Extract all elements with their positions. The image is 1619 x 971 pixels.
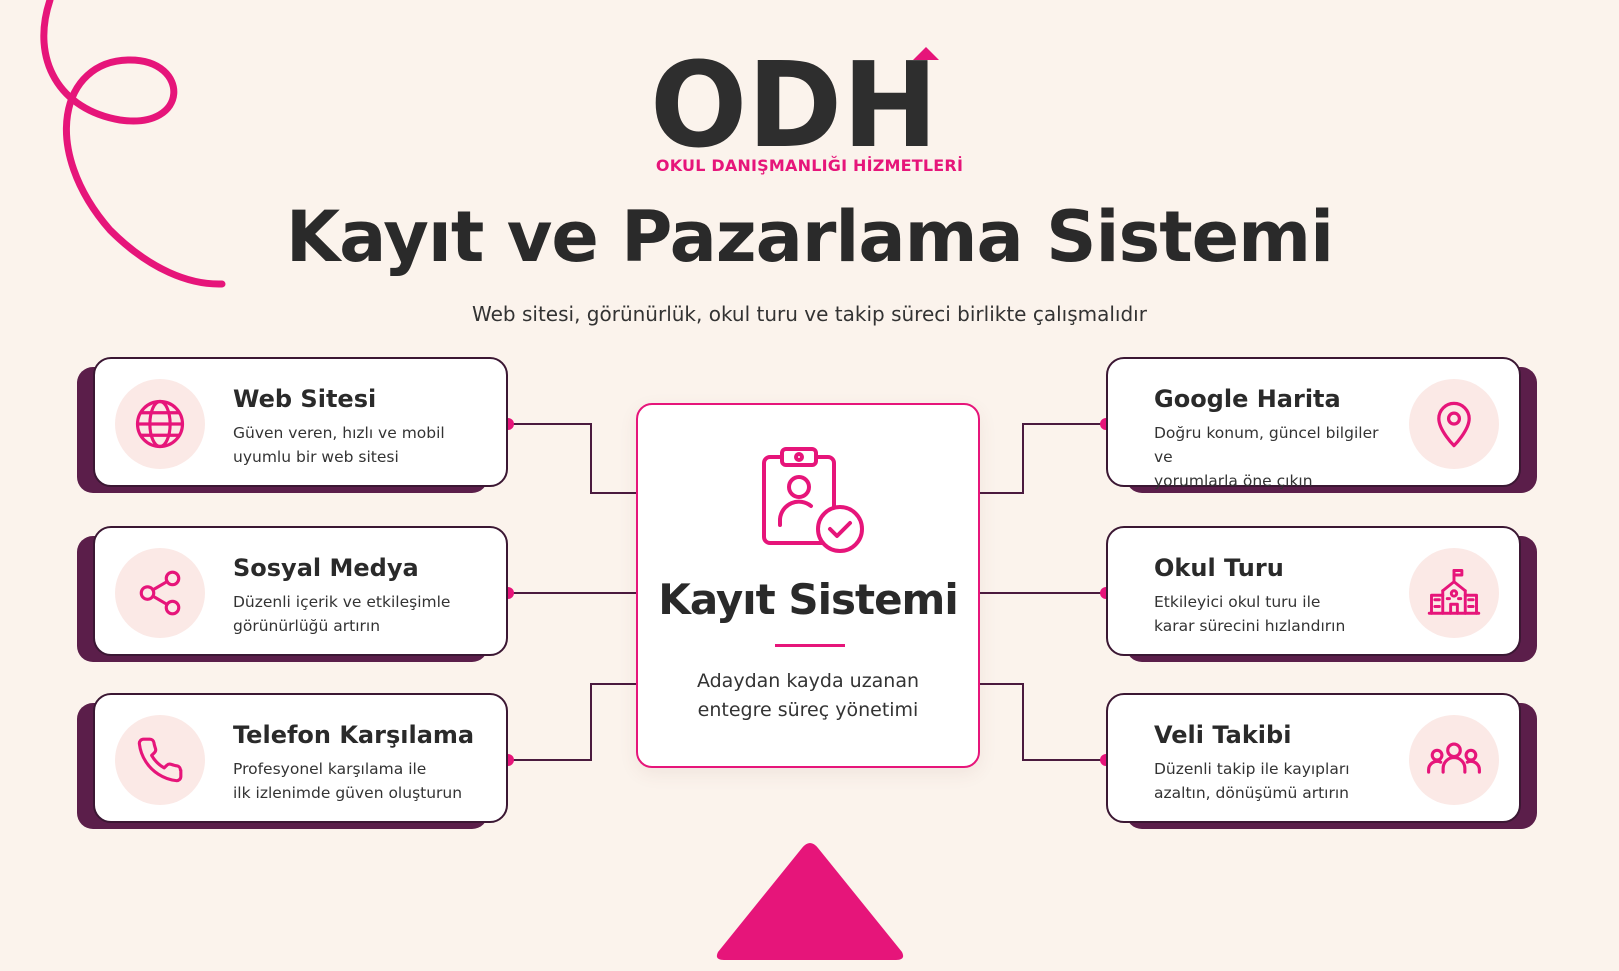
decorative-swirl [40,0,226,288]
globe-icon [115,379,205,469]
page-title: Kayıt ve Pazarlama Sistemi [285,196,1334,278]
card-title: Google Harita [1154,385,1341,413]
clipboard-user-check-icon [762,447,864,553]
card-title: Web Sitesi [233,385,377,413]
card-title: Sosyal Medya [233,554,419,582]
card-sosyal-medya: Sosyal Medya Düzenli içerik ve etkileşim… [93,526,508,656]
odh-logo: ODH [650,44,939,152]
connector-lines [508,423,1106,761]
page-subtitle: Web sitesi, görünürlük, okul turu ve tak… [472,302,1147,326]
people-group-icon [1409,715,1499,805]
share-icon [115,548,205,638]
center-title: Kayıt Sistemi [658,575,958,624]
card-title: Telefon Karşılama [233,721,475,749]
card-title: Okul Turu [1154,554,1284,582]
logo-accent-triangle [913,47,939,60]
phone-icon [115,715,205,805]
decorative-triangle [716,843,904,960]
card-title: Veli Takibi [1154,721,1292,749]
map-pin-icon [1409,379,1499,469]
school-building-icon [1409,548,1499,638]
center-divider [775,644,845,647]
svg-text:ODH: ODH [650,44,938,152]
card-telefon-karsilama: Telefon Karşılama Profesyonel karşılama … [93,693,508,823]
logo-tagline: OKUL DANIŞMANLIĞI HİZMETLERİ [655,156,964,175]
card-google-harita: Google Harita Doğru konum, güncel bilgil… [1106,357,1521,490]
